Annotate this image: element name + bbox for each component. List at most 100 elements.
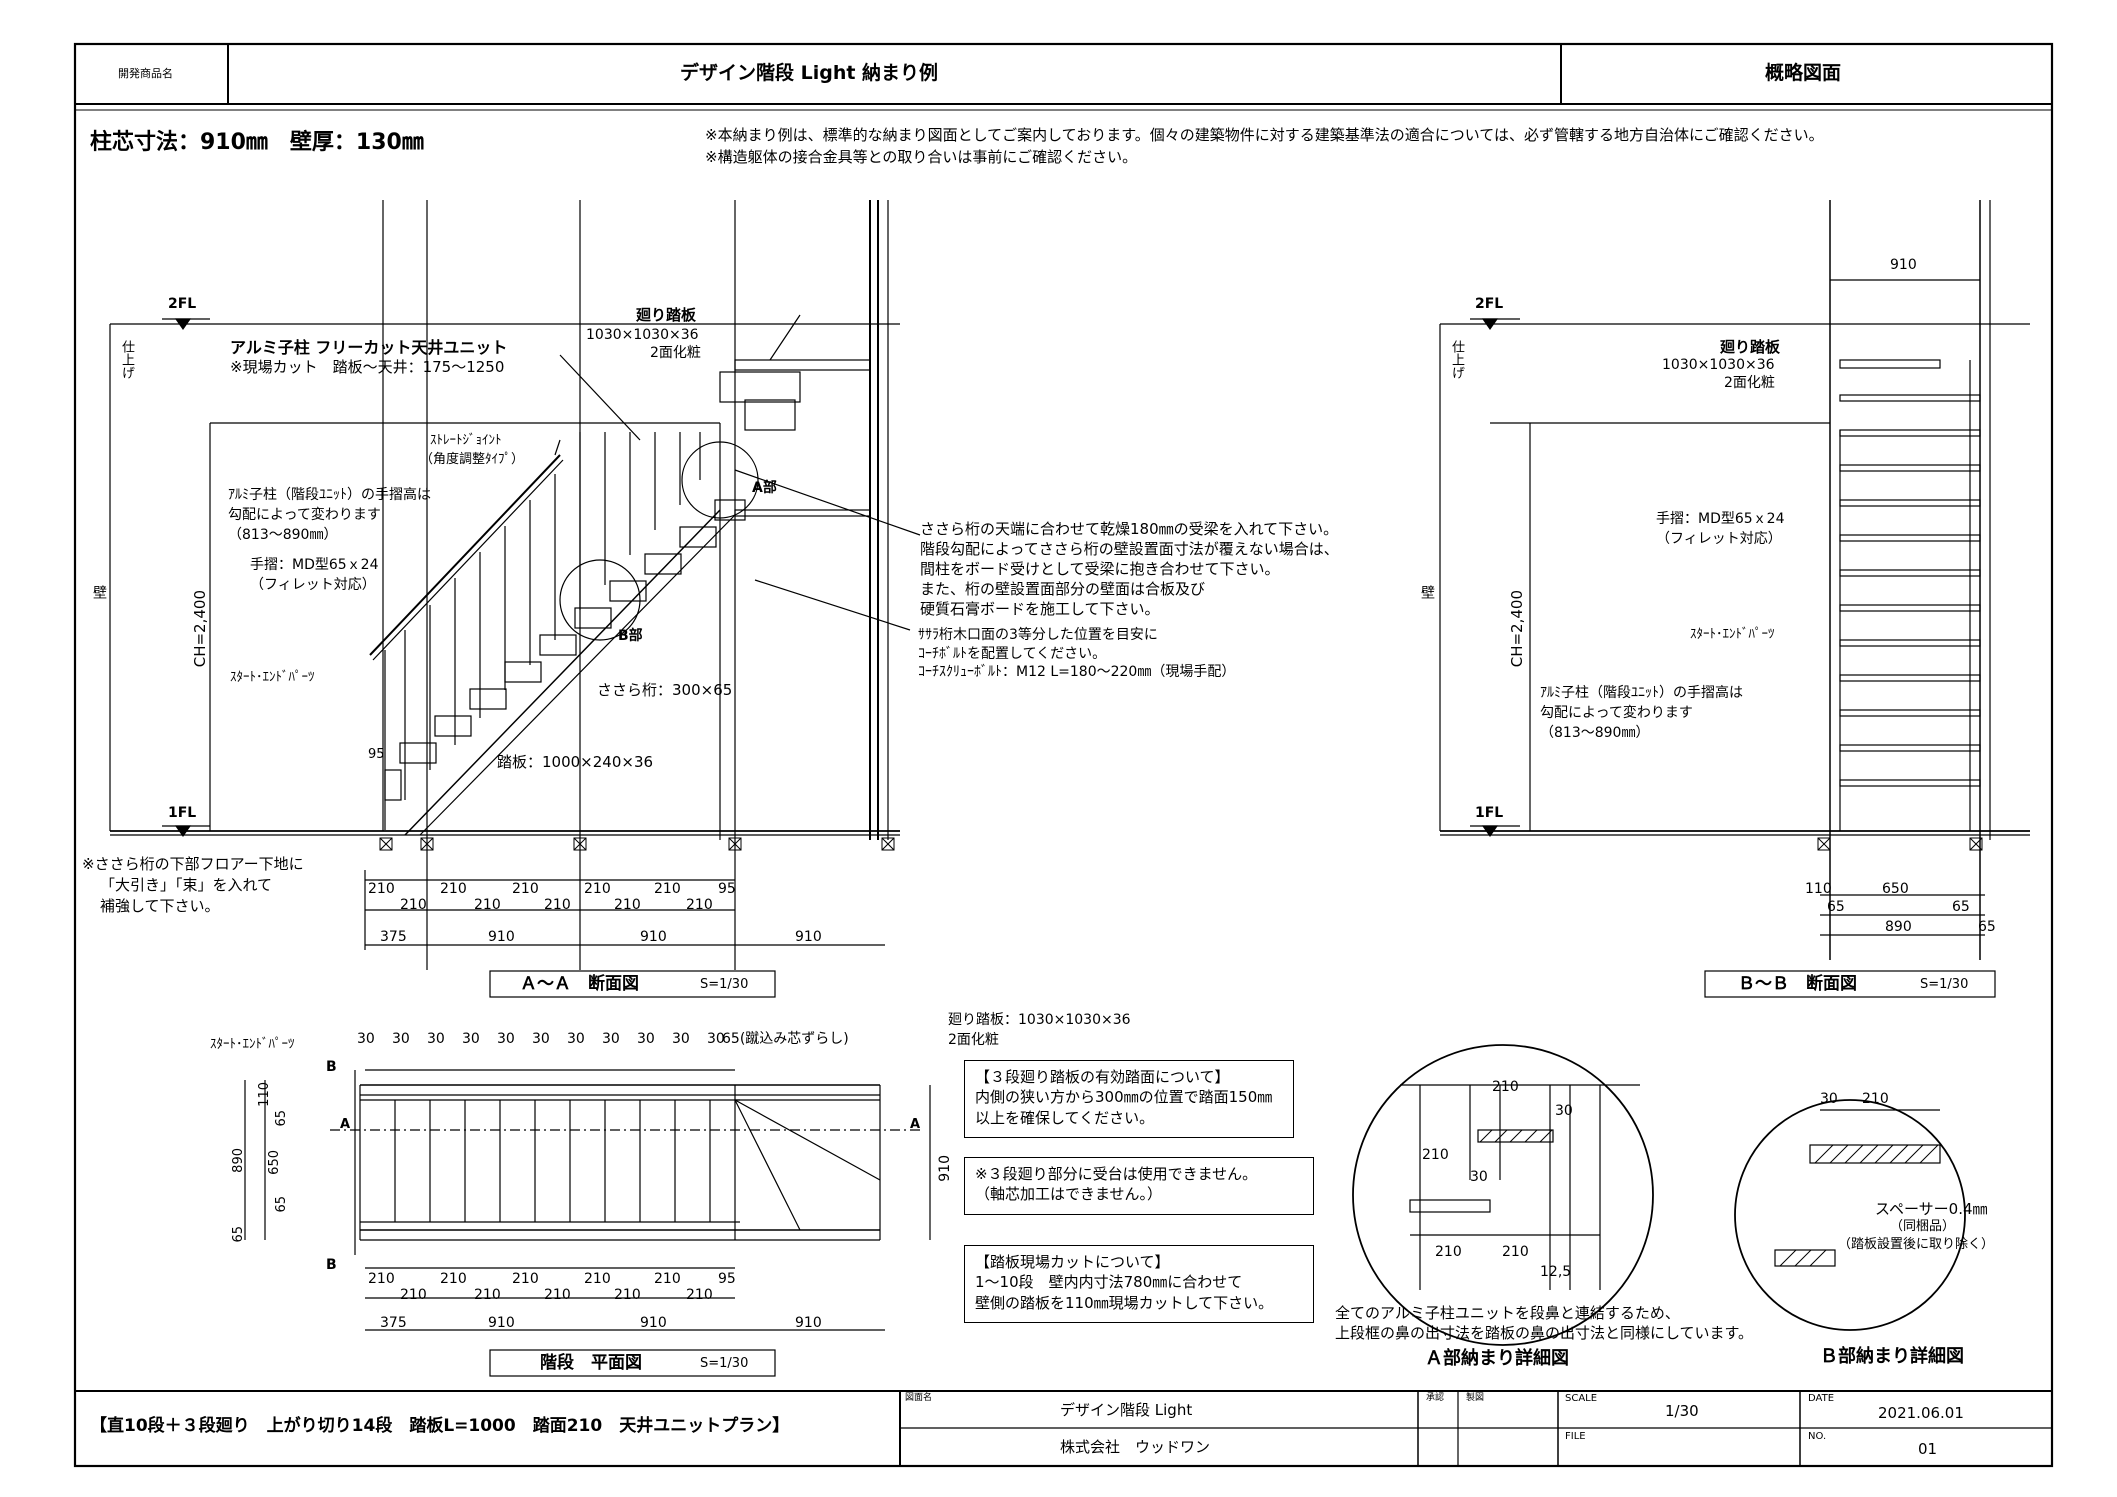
plan-left-4: 890: [231, 1148, 246, 1173]
plan-dim-r3-0: 375: [380, 1315, 407, 1331]
plan-landing-1: 廻り踏板：1030×1030×36: [948, 1012, 1131, 1028]
drawing-type: 概略図面: [1765, 62, 1842, 84]
aa-dim-r2-1: 210: [474, 897, 501, 913]
db-caption: Ｂ部納まり詳細図: [1820, 1346, 1964, 1367]
aa-joint-1: ｽﾄﾚｰﾄｼﾞｮｲﾝﾄ: [430, 433, 502, 448]
bb-start-end: ｽﾀｰﾄ･ｴﾝﾄﾞﾊﾟｰﾂ: [1690, 627, 1775, 642]
plan-d30-3: 30: [462, 1031, 480, 1047]
plan-mark-b-bottom: B: [326, 1257, 337, 1273]
aa-start-end: ｽﾀｰﾄ･ｴﾝﾄﾞﾊﾟｰﾂ: [230, 670, 315, 685]
plan-start-end: ｽﾀｰﾄ･ｴﾝﾄﾞﾊﾟｰﾂ: [210, 1037, 295, 1052]
aa-dim-r3-3: 910: [795, 929, 822, 945]
bb-landing-label: 廻り踏板: [1720, 338, 1781, 356]
aa-dim-r2-4: 210: [686, 897, 713, 913]
aa-dim-r1-0: 210: [368, 881, 395, 897]
footer-drawing-name-label: 図面名: [905, 1393, 933, 1403]
aa-dim-r1-1: 210: [440, 881, 467, 897]
plan-dim-r1-0: 210: [368, 1271, 395, 1287]
plan-right-dim: 910: [937, 1155, 953, 1182]
plan-dim-r3-2: 910: [640, 1315, 667, 1331]
bb-alu-2: 勾配によって変わります: [1540, 705, 1693, 721]
aa-bolt-note-2: ｺｰﾁﾎﾞﾙﾄを配置してください。: [918, 646, 1107, 662]
plan-dim-r2-4: 210: [686, 1287, 713, 1303]
plan-mark-a-right: A: [910, 1117, 921, 1132]
note-box-winder: 【３段廻り踏板の有効踏面について】 内側の狭い方から300㎜の位置で踏面150㎜…: [964, 1060, 1294, 1138]
plan-d30-4: 30: [497, 1031, 515, 1047]
aa-bolt-note-3: ｺｰﾁｽｸﾘｭｰﾎﾞﾙﾄ：M12 L=180～220㎜（現場手配）: [918, 664, 1236, 680]
bb-caption: Ｂ～Ｂ 断面図: [1738, 974, 1857, 994]
aa-finish-label: 仕上げ: [119, 340, 134, 379]
bb-handrail-1: 手摺：MD型65ｘ24: [1656, 511, 1785, 527]
aa-caption: Ａ～Ａ 断面図: [520, 974, 639, 994]
note-box-cut-2: 1～10段 壁内内寸法780㎜に合わせて: [975, 1273, 1243, 1292]
page-title: デザイン階段 Light 納まり例: [680, 62, 939, 84]
footer-scale-label: SCALE: [1565, 1393, 1598, 1404]
aa-beam-note-1: ささら桁の天端に合わせて乾燥180㎜の受梁を入れて下さい。: [920, 520, 1339, 538]
plan-dim-r1-2: 210: [512, 1271, 539, 1287]
db-spacer-2: （同梱品）: [1890, 1219, 1956, 1234]
plan-left-3: 65: [274, 1196, 289, 1213]
aa-dim-r1-2: 210: [512, 881, 539, 897]
aa-beam-note-3: 間柱をボード受けとして受梁に抱き合わせて下さい。: [920, 560, 1280, 578]
plan-d30-7: 30: [602, 1031, 620, 1047]
aa-dim-95: 95: [368, 747, 385, 762]
footer-check-label: 製図: [1466, 1393, 1485, 1403]
aa-handrail-1: 手摺：MD型65ｘ24: [250, 557, 379, 573]
note-box-cut-1: 【踏板現場カットについて】: [975, 1253, 1170, 1271]
product-label: 開発商品名: [118, 67, 173, 80]
aa-floor-note-3: 補強して下さい。: [100, 897, 220, 915]
aa-ch: CH=2,400: [191, 590, 209, 668]
bb-handrail-2: （フィレット対応）: [1656, 531, 1782, 547]
aa-beam-note-4: また、桁の壁設置面部分の壁面は合板及び: [920, 580, 1206, 598]
plan-dim-r1-3: 210: [584, 1271, 611, 1287]
aa-dim-r2-0: 210: [400, 897, 427, 913]
da-note-1: 全てのアルミ子柱ユニットを段鼻と連結するため、: [1335, 1304, 1680, 1322]
db-dim-0: 30: [1820, 1091, 1838, 1107]
aa-dim-r2-3: 210: [614, 897, 641, 913]
da-dim-6: 30: [1555, 1103, 1573, 1119]
aa-2fl: 2FL: [168, 296, 197, 312]
bb-2fl: 2FL: [1475, 296, 1504, 312]
da-dim-3: 210: [1502, 1244, 1529, 1260]
aa-ceiling-unit-2: ※現場カット 踏板～天井：175～1250: [230, 358, 505, 376]
bb-scale: S=1/30: [1920, 977, 1969, 992]
aa-alu-3: （813～890㎜）: [228, 527, 338, 543]
aa-scale: S=1/30: [700, 977, 749, 992]
db-spacer-1: スペーサー0.4㎜: [1875, 1200, 1988, 1218]
bb-dim-bot-0: 890: [1885, 919, 1912, 935]
aa-landing-label: 廻り踏板: [636, 306, 697, 324]
plan-dim-r1-5: 95: [718, 1271, 736, 1287]
aa-alu-2: 勾配によって変わります: [228, 507, 381, 523]
aa-dim-r1-3: 210: [584, 881, 611, 897]
bb-dim-910: 910: [1890, 257, 1917, 273]
bb-1fl: 1FL: [1475, 805, 1504, 821]
aa-tread: 踏板：1000×240×36: [497, 753, 654, 771]
plan-landing-2: 2面化粧: [948, 1032, 999, 1048]
bb-alu-3: （813～890㎜）: [1540, 725, 1650, 741]
plan-caption: 階段 平面図: [540, 1353, 642, 1373]
plan-dim-r1-4: 210: [654, 1271, 681, 1287]
bb-dim-top-1: 650: [1882, 881, 1909, 897]
footer-plan-desc: 【直10段＋３段廻り 上がり切り14段 踏板L=1000 踏面210 天井ユニッ…: [90, 1416, 790, 1436]
plan-mark-a-left: A: [340, 1117, 351, 1132]
aa-dim-r3-0: 375: [380, 929, 407, 945]
da-dim-7: 30: [1470, 1169, 1488, 1185]
footer-no-value: 01: [1918, 1440, 1938, 1458]
plan-d30-1: 30: [392, 1031, 410, 1047]
footer-no-label: NO.: [1808, 1431, 1827, 1442]
da-note-2: 上段框の鼻の出寸法を踏板の鼻の出寸法と同様にしています。: [1335, 1324, 1754, 1342]
plan-left-0: 110: [257, 1082, 272, 1107]
bb-landing-finish: 2面化粧: [1724, 375, 1775, 391]
plan-dim-r3-3: 910: [795, 1315, 822, 1331]
plan-offset-label: 65(蹴込み芯ずらし): [722, 1031, 849, 1047]
plan-d30-9: 30: [672, 1031, 690, 1047]
aa-handrail-2: （フィレット対応）: [250, 577, 376, 593]
aa-beam-note-5: 硬質石膏ボードを施工して下さい。: [920, 600, 1160, 618]
bb-ch: CH=2,400: [1508, 590, 1526, 668]
plan-d30-6: 30: [567, 1031, 585, 1047]
da-caption: Ａ部納まり詳細図: [1425, 1348, 1569, 1369]
plan-dim-r3-1: 910: [488, 1315, 515, 1331]
da-dim-5: 12,5: [1540, 1264, 1572, 1280]
aa-1fl: 1FL: [168, 805, 197, 821]
